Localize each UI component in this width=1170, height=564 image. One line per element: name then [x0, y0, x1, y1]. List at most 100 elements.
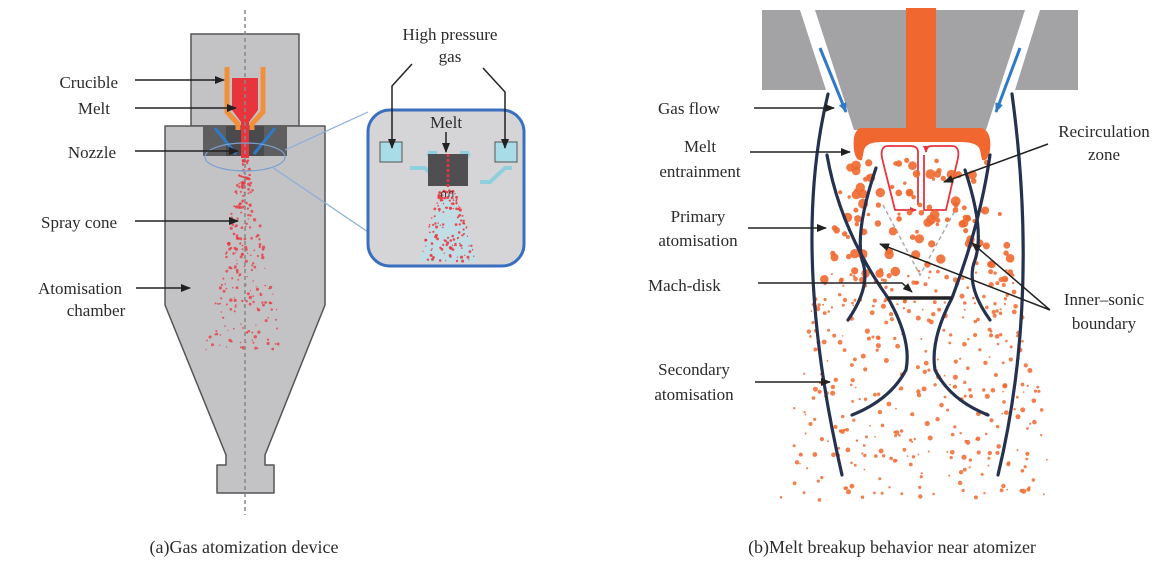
droplet: [247, 330, 251, 333]
droplet: [243, 237, 247, 241]
arrow-mach-disk: [758, 282, 913, 293]
droplet: [229, 222, 232, 224]
droplet: [983, 492, 986, 495]
label-melt-entrainment-line2: entrainment: [659, 162, 740, 181]
droplet: [246, 276, 248, 278]
label-inner-sonic-line1: Inner–sonic: [1064, 290, 1145, 309]
droplet: [1011, 273, 1015, 277]
droplet: [802, 491, 806, 495]
droplet: [921, 308, 924, 311]
droplet: [1015, 414, 1021, 420]
droplet: [471, 248, 474, 251]
droplet: [239, 237, 243, 241]
droplet: [236, 263, 238, 265]
droplet: [919, 475, 923, 479]
droplet: [875, 343, 881, 349]
droplet: [831, 225, 838, 231]
droplet: [428, 223, 431, 226]
droplet: [973, 495, 978, 500]
label-inner-sonic-line2: boundary: [1072, 314, 1137, 333]
droplet: [889, 456, 893, 461]
droplet: [270, 308, 273, 311]
droplet: [246, 292, 250, 296]
droplet: [228, 266, 232, 270]
droplet: [874, 220, 882, 227]
droplet: [963, 228, 969, 234]
droplet: [944, 217, 950, 223]
droplet: [208, 335, 212, 339]
droplet: [806, 467, 809, 470]
droplet: [1023, 465, 1027, 469]
droplet: [962, 341, 967, 347]
droplet: [426, 258, 430, 261]
droplet: [878, 448, 884, 454]
droplet: [247, 187, 251, 191]
droplet: [806, 329, 812, 334]
droplet: [1003, 410, 1009, 415]
droplet: [461, 214, 464, 217]
droplet: [929, 209, 940, 220]
droplet: [219, 302, 221, 305]
label-nozzle: Nozzle: [68, 143, 116, 162]
droplet: [446, 197, 448, 199]
droplet: [982, 242, 990, 250]
droplet: [233, 297, 235, 299]
droplet: [222, 316, 225, 319]
droplet: [965, 440, 971, 445]
droplet: [888, 486, 891, 489]
droplet: [429, 255, 432, 257]
label-melt-entrainment-line1: Melt: [684, 137, 716, 156]
droplet: [1026, 384, 1029, 387]
droplet: [235, 268, 239, 272]
droplet: [239, 341, 242, 344]
droplet: [860, 353, 866, 359]
droplet: [245, 300, 248, 303]
droplet: [911, 280, 916, 285]
droplet: [250, 237, 253, 240]
droplet: [449, 191, 452, 194]
droplet: [903, 181, 907, 185]
droplet: [434, 235, 438, 239]
droplet: [846, 489, 851, 495]
droplet: [239, 255, 243, 259]
droplet: [264, 319, 268, 323]
droplet: [792, 444, 796, 448]
droplet: [264, 301, 267, 304]
droplet: [812, 452, 818, 457]
droplet: [946, 408, 950, 412]
droplet: [898, 388, 901, 391]
droplet: [255, 324, 257, 326]
zoom-connector-top: [284, 111, 369, 151]
droplet: [852, 304, 855, 307]
label-secondary-atomisation-line2: atomisation: [654, 385, 734, 404]
droplet: [845, 486, 849, 490]
label-atomisation-chamber-line1: Atomisation: [38, 279, 123, 298]
droplet: [274, 343, 277, 345]
droplet: [463, 222, 466, 225]
droplet: [812, 386, 818, 392]
droplet: [973, 302, 977, 305]
droplet: [963, 301, 967, 305]
droplet: [235, 286, 239, 290]
droplet: [230, 246, 233, 249]
droplet: [895, 343, 900, 349]
droplet: [984, 393, 990, 399]
droplet: [256, 254, 259, 258]
droplet: [925, 169, 936, 180]
droplet: [214, 302, 217, 305]
droplet: [906, 455, 909, 457]
droplet: [456, 256, 458, 258]
droplet: [894, 434, 897, 438]
droplet: [820, 275, 829, 284]
droplet: [248, 295, 252, 300]
droplet: [799, 462, 801, 465]
droplet: [827, 310, 830, 313]
droplet: [961, 205, 967, 211]
droplet: [936, 358, 939, 361]
droplet: [266, 341, 270, 346]
droplet: [442, 226, 444, 229]
droplet: [220, 283, 223, 286]
droplet: [264, 267, 266, 269]
gas-inlet-right: [494, 141, 518, 163]
droplet: [810, 310, 813, 313]
